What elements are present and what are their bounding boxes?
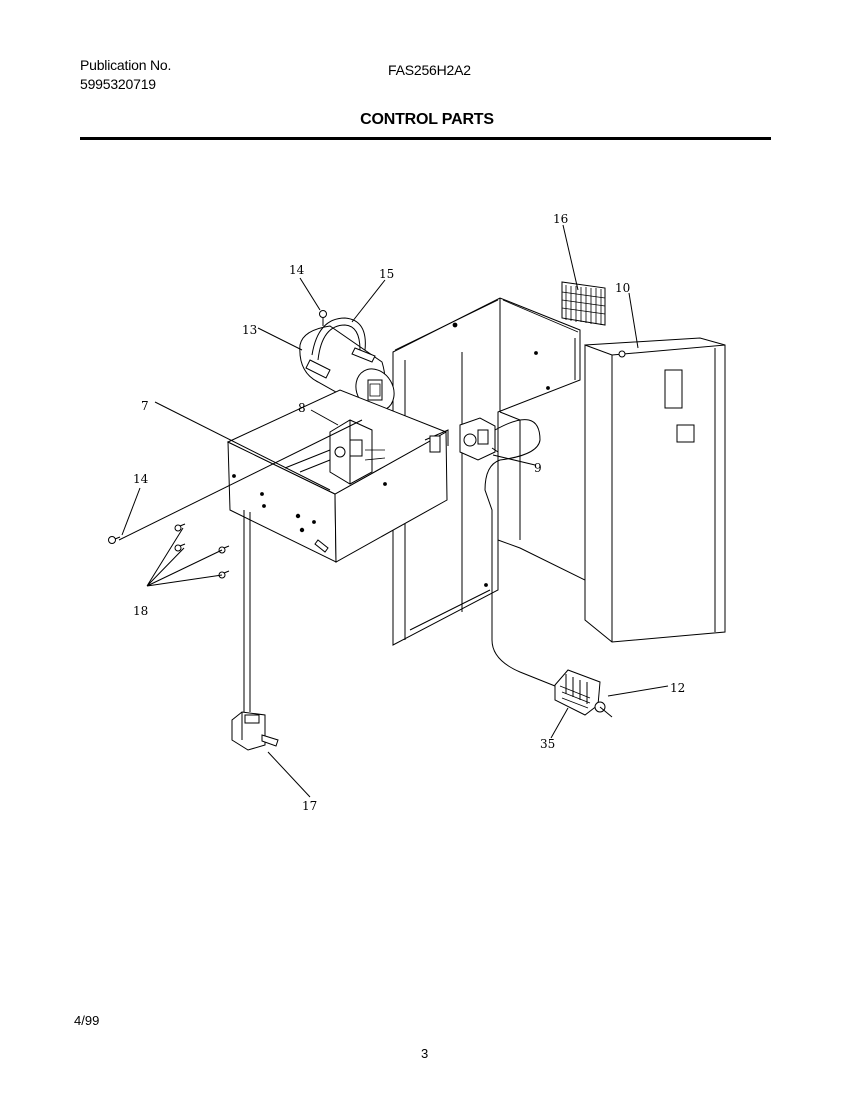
thermostat (459, 417, 561, 689)
callout-10: 10 (615, 281, 630, 295)
control-panel-bracket (392, 297, 581, 646)
callout-9: 9 (534, 461, 542, 475)
sensor-bulb-holder (554, 669, 613, 718)
control-box-housing (497, 337, 726, 643)
section-title: CONTROL PARTS (360, 111, 494, 128)
header-rule (80, 137, 771, 140)
page-number: 3 (421, 1046, 429, 1061)
power-plug (231, 510, 279, 751)
callout-16: 16 (553, 212, 568, 226)
capacitor (299, 310, 395, 412)
model-number: FAS256H2A2 (388, 62, 471, 78)
publication-number: 5995320719 (80, 76, 156, 92)
callout-labels: 7 8 9 10 12 13 14 14 15 16 17 18 35 (133, 212, 685, 813)
callout-14-left: 14 (133, 472, 149, 486)
callout-13: 13 (242, 323, 257, 337)
terminal-strip (561, 281, 606, 326)
publication-label: Publication No. (80, 57, 172, 73)
selector-switch (329, 419, 386, 485)
callout-14-top: 14 (289, 263, 305, 277)
callout-8: 8 (298, 401, 306, 415)
callout-7: 7 (141, 399, 149, 413)
revision-date: 4/99 (74, 1013, 100, 1028)
callout-18: 18 (133, 604, 148, 618)
callout-15: 15 (379, 267, 394, 281)
callout-12: 12 (670, 681, 685, 695)
leader-lines (118, 224, 669, 798)
callout-35: 35 (540, 737, 555, 751)
callout-17: 17 (302, 799, 317, 813)
